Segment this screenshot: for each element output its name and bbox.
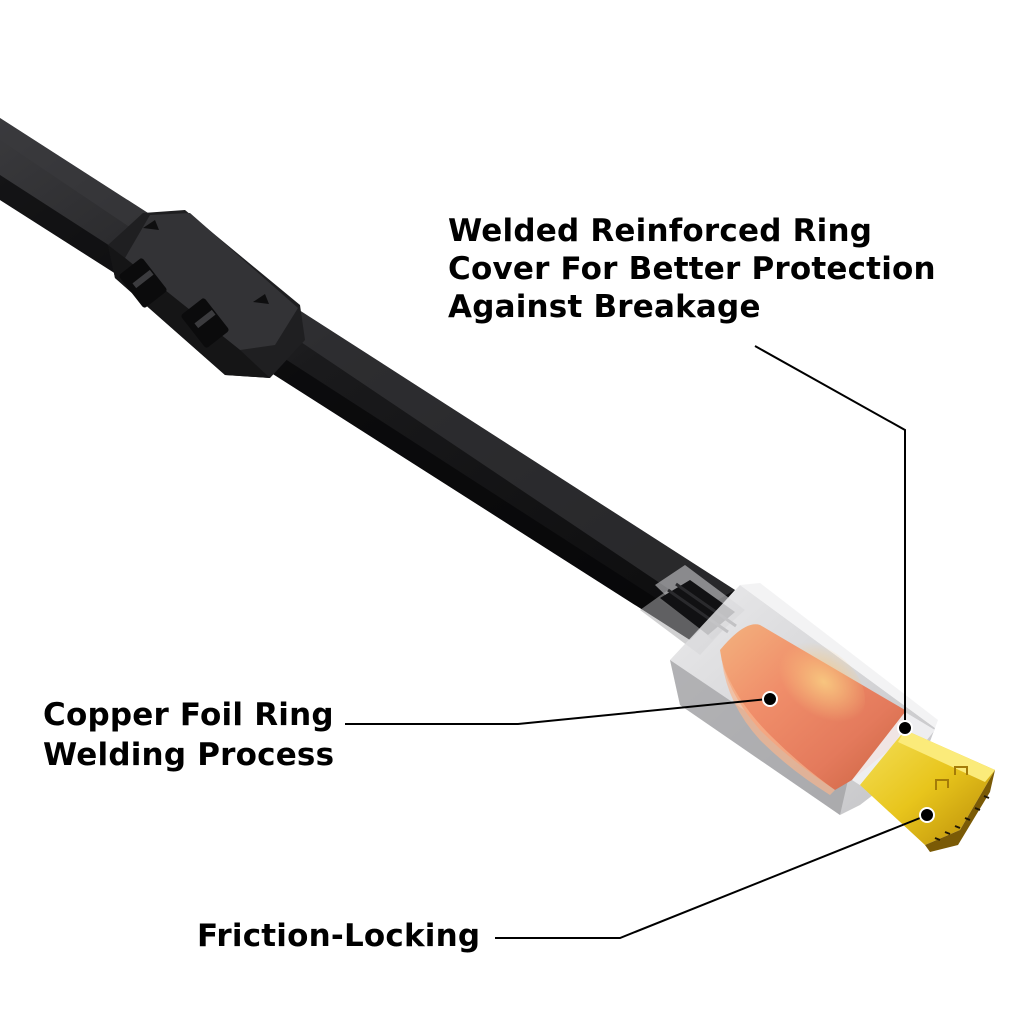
callout-text-line: Welded Reinforced Ring — [448, 213, 873, 249]
copper-foil-shell — [720, 624, 905, 795]
callout-leader-reinforced — [754, 345, 913, 736]
callout-leader-copper — [345, 691, 778, 725]
callout-copper-foil: Copper Foil Ring Welding Process — [43, 695, 334, 775]
callout-friction-locking: Friction-Locking — [197, 917, 480, 955]
callout-text-line: Against Breakage — [448, 289, 761, 325]
marker-dot — [762, 691, 778, 707]
marker-dot — [897, 720, 913, 736]
gold-hdmi-plug — [860, 730, 995, 852]
cable — [0, 118, 735, 640]
ferrite-core — [108, 210, 305, 378]
callout-reinforced-ring: Welded Reinforced Ring Cover For Better … — [448, 212, 936, 326]
callout-text-line: Welding Process — [43, 737, 335, 773]
marker-dot — [919, 807, 935, 823]
callout-text-line: Friction-Locking — [197, 918, 481, 954]
callout-leader-friction — [495, 807, 935, 939]
callout-text-line: Cover For Better Protection — [448, 251, 936, 287]
callout-text-line: Copper Foil Ring — [43, 697, 334, 733]
